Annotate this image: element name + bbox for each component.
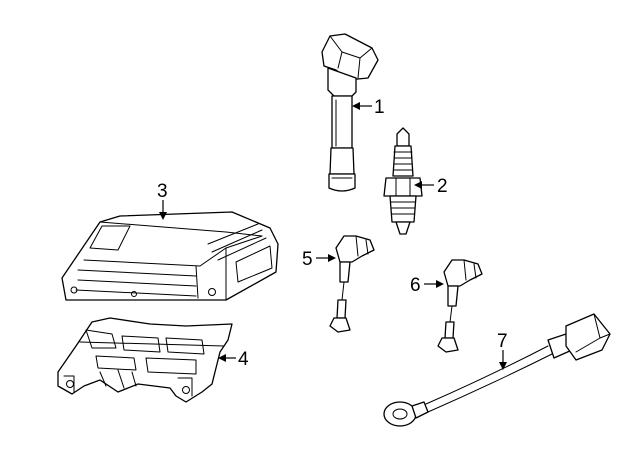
- callout-label-6: 6: [410, 275, 421, 296]
- callout-label-5: 5: [302, 249, 313, 270]
- callout-5: 5: [302, 249, 336, 270]
- ecm-bracket[interactable]: [57, 317, 233, 403]
- callout-3: 3: [157, 181, 168, 220]
- callout-1: 1: [352, 97, 385, 118]
- engine-control-module[interactable]: [61, 211, 279, 301]
- callout-label-4: 4: [238, 349, 249, 370]
- sensor-right[interactable]: [437, 259, 483, 353]
- callout-label-2: 2: [437, 176, 448, 197]
- callout-4: 4: [218, 349, 249, 370]
- callout-7: 7: [497, 331, 508, 370]
- sensor-left[interactable]: [329, 235, 375, 333]
- callout-label-7: 7: [497, 331, 508, 352]
- ignition-coil[interactable]: [321, 33, 379, 192]
- callout-6: 6: [410, 275, 444, 296]
- callout-label-3: 3: [157, 181, 168, 202]
- knock-sensor[interactable]: [383, 313, 611, 427]
- callout-label-1: 1: [374, 97, 385, 118]
- callout-2: 2: [414, 176, 448, 197]
- spark-plug[interactable]: [383, 127, 423, 235]
